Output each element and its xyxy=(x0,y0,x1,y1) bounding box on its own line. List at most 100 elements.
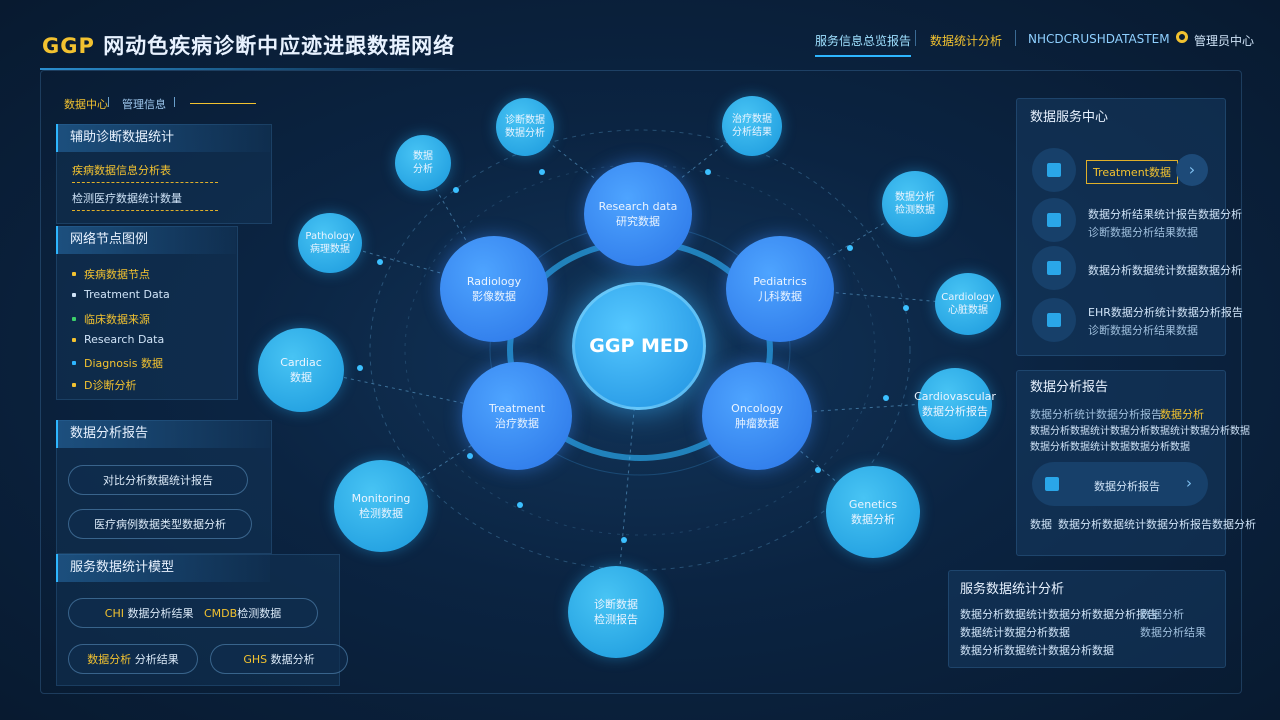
hub-node[interactable]: Oncology 肿瘤数据 xyxy=(702,362,812,470)
legend-dot xyxy=(72,361,76,365)
hub-node-label: 研究数据 xyxy=(616,215,660,228)
breadcrumb: 数据中心 管理信息 xyxy=(64,96,166,112)
service-row-b: 诊断数据分析结果数据 xyxy=(1088,324,1198,337)
legend-item: Research Data xyxy=(72,333,164,346)
service-row-a: 数据分析数据统计数据数据分析 xyxy=(1088,264,1242,277)
satellite-node-label: Cardiovascular xyxy=(914,390,996,403)
tab-separator xyxy=(915,30,916,46)
stats-line-tag: 数据分析 xyxy=(1140,608,1184,621)
report-line: 数据分析数据统计数据分析报告数据分析 xyxy=(1058,518,1256,531)
legend-item: Treatment Data xyxy=(72,288,170,301)
hub-node-label: Radiology xyxy=(466,275,522,288)
report-pill-button[interactable] xyxy=(1032,462,1208,506)
report-line: 数据 xyxy=(1030,518,1052,531)
satellite-node-label: 检测数据 xyxy=(895,205,935,216)
satellite-node-label: 分析 xyxy=(413,164,433,175)
satellite-node-label: Cardiology xyxy=(941,292,995,303)
model-button-label: 检测数据 xyxy=(237,607,282,620)
legend-item: Diagnosis 数据 xyxy=(72,355,163,371)
model-button[interactable]: CHI 数据分析结果 CMDB检测数据 xyxy=(68,598,318,628)
node-center-label: GGP MED xyxy=(589,334,689,357)
panel-title-legend: 网络节点图例 xyxy=(56,226,236,254)
satellite-node-label: 分析结果 xyxy=(732,127,772,138)
hub-node-label: Pediatrics xyxy=(753,275,807,288)
satellite-node-label: 治疗数据 xyxy=(732,114,772,125)
stat-line: 检测医疗数据统计数量 xyxy=(72,192,182,205)
chevron-right-icon[interactable]: › xyxy=(1176,154,1208,186)
app-title-text: 网动色疾病诊断中应迹进跟数据网络 xyxy=(103,34,456,58)
model-button-label: 数据分析 xyxy=(270,653,315,666)
satellite-node-label: 数据分析 xyxy=(895,192,935,203)
dash-divider xyxy=(72,210,218,212)
satellite-node[interactable]: 诊断数据数据分析 xyxy=(496,98,554,156)
satellite-node[interactable]: 治疗数据分析结果 xyxy=(722,96,782,156)
chevron-right-icon[interactable]: › xyxy=(1186,474,1192,492)
hub-node-label: 肿瘤数据 xyxy=(735,417,779,430)
satellite-node-label: 诊断数据 xyxy=(594,598,638,611)
model-button[interactable]: GHS 数据分析 xyxy=(210,644,348,674)
dash-divider xyxy=(72,182,218,184)
user-icon[interactable] xyxy=(1176,31,1188,43)
legend-dot xyxy=(72,292,76,297)
panel-title-stats: 辅助诊断数据统计 xyxy=(56,124,270,152)
legend-dot xyxy=(72,272,76,276)
satellite-node-label: 数据分析 xyxy=(851,513,895,526)
user-label[interactable]: 管理员中心 xyxy=(1194,34,1255,48)
satellite-node-label: 病理数据 xyxy=(310,244,350,255)
satellite-node[interactable]: 数据分析 xyxy=(395,135,451,191)
stats-line-tag: 数据分析结果 xyxy=(1140,626,1206,639)
service-row-a: EHR数据分析统计数据分析报告 xyxy=(1088,306,1243,319)
legend-label: D诊断分析 xyxy=(84,379,137,392)
tab-statistics[interactable]: 数据统计分析 xyxy=(930,34,1003,48)
hub-node-label: Treatment xyxy=(489,402,545,415)
satellite-node-label: 诊断数据 xyxy=(505,115,545,126)
service-row-a: 数据分析结果统计报告数据分析 xyxy=(1088,208,1242,221)
model-button-label: 分析结果 xyxy=(134,653,179,666)
satellite-node[interactable]: Cardiology 心脏数据 xyxy=(935,273,1001,335)
model-button[interactable]: 数据分析 分析结果 xyxy=(68,644,198,674)
highlight-box[interactable]: Treatment数据 xyxy=(1086,160,1178,184)
report-icon xyxy=(1036,468,1068,500)
satellite-node-label: Pathology xyxy=(305,231,355,242)
tab-separator xyxy=(1015,30,1016,46)
legend-dot xyxy=(72,383,76,387)
legend-label: 临床数据来源 xyxy=(84,313,150,326)
node-center[interactable]: GGP MED xyxy=(572,282,706,410)
breadcrumb-item[interactable]: 管理信息 xyxy=(122,98,166,111)
hub-node[interactable]: Research data 研究数据 xyxy=(584,162,692,266)
satellite-node[interactable]: 诊断数据检测报告 xyxy=(568,566,664,658)
report-line: 数据分析统计数据分析报告 xyxy=(1030,408,1162,421)
satellite-node[interactable]: 数据分析检测数据 xyxy=(882,171,948,237)
server-icon xyxy=(1032,298,1076,342)
tab-overview[interactable]: 服务信息总览报告 xyxy=(815,32,912,57)
breadcrumb-divider xyxy=(174,97,175,107)
satellite-node[interactable]: Pathology 病理数据 xyxy=(298,213,362,273)
hub-node-label: 影像数据 xyxy=(472,290,516,303)
satellite-node-label: 数据 xyxy=(290,371,312,384)
legend-panel xyxy=(56,226,238,400)
app-title: GGP 网动色疾病诊断中应迹进跟数据网络 xyxy=(42,30,455,60)
satellite-node-label: 数据分析 xyxy=(505,128,545,139)
connector-dots xyxy=(357,169,909,543)
breadcrumb-divider xyxy=(108,97,109,107)
legend-label: Diagnosis 数据 xyxy=(84,357,163,370)
breadcrumb-item[interactable]: 数据中心 xyxy=(64,98,108,111)
hub-node-label: Oncology xyxy=(731,402,783,415)
report-pill[interactable]: 医疗病例数据类型数据分析 xyxy=(68,509,252,539)
legend-label: 疾病数据节点 xyxy=(84,268,150,281)
satellite-node-label: 心脏数据 xyxy=(948,305,988,316)
satellite-node-label: 检测数据 xyxy=(359,507,403,520)
tab-system[interactable]: NHCDCRUSHDATASTEM xyxy=(1028,32,1170,46)
satellite-node-label: 检测报告 xyxy=(594,613,638,626)
hub-node[interactable]: Radiology 影像数据 xyxy=(440,236,548,342)
report-pill[interactable]: 对比分析数据统计报告 xyxy=(68,465,248,495)
database-icon xyxy=(1032,246,1076,290)
legend-item: 临床数据来源 xyxy=(72,311,150,327)
hub-node-label: Research data xyxy=(598,200,678,213)
